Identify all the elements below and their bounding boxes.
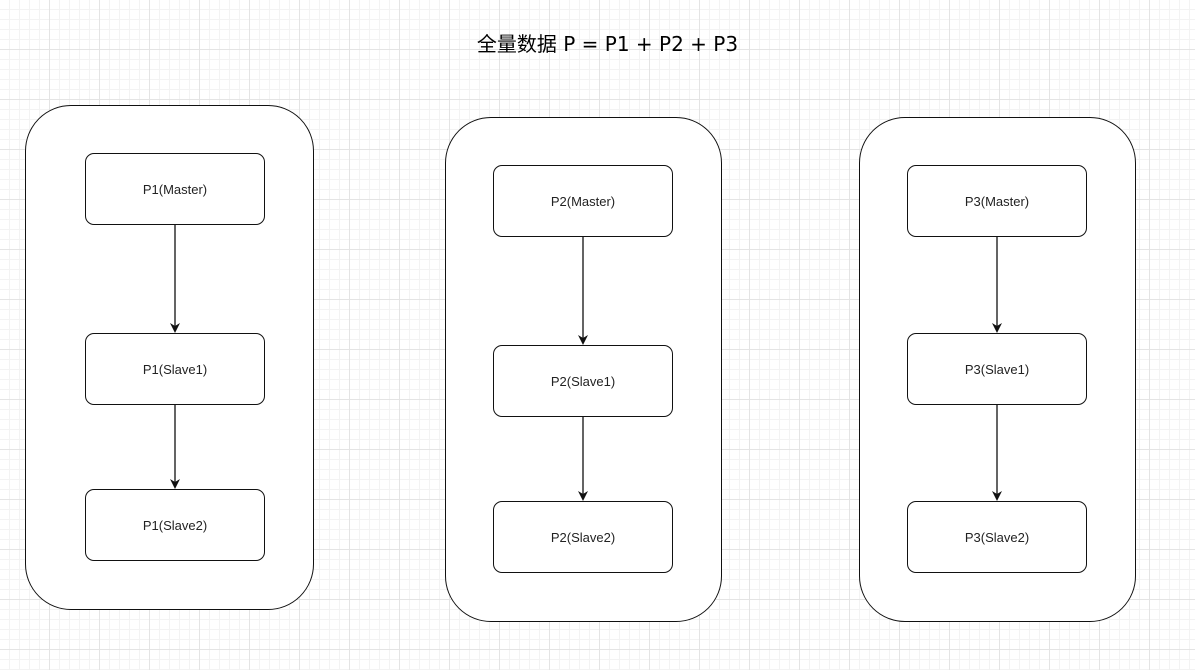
node-p1-slave1[interactable]: P1(Slave1): [85, 333, 265, 405]
node-p2-slave1[interactable]: P2(Slave1): [493, 345, 673, 417]
node-p3-master[interactable]: P3(Master): [907, 165, 1087, 237]
node-p2-master[interactable]: P2(Master): [493, 165, 673, 237]
node-p1-master[interactable]: P1(Master): [85, 153, 265, 225]
diagram-title: 全量数据 P = P1 + P2 + P3: [476, 32, 739, 56]
node-p1-slave2[interactable]: P1(Slave2): [85, 489, 265, 561]
node-p3-slave1[interactable]: P3(Slave1): [907, 333, 1087, 405]
node-p2-slave2[interactable]: P2(Slave2): [493, 501, 673, 573]
node-p3-slave2[interactable]: P3(Slave2): [907, 501, 1087, 573]
